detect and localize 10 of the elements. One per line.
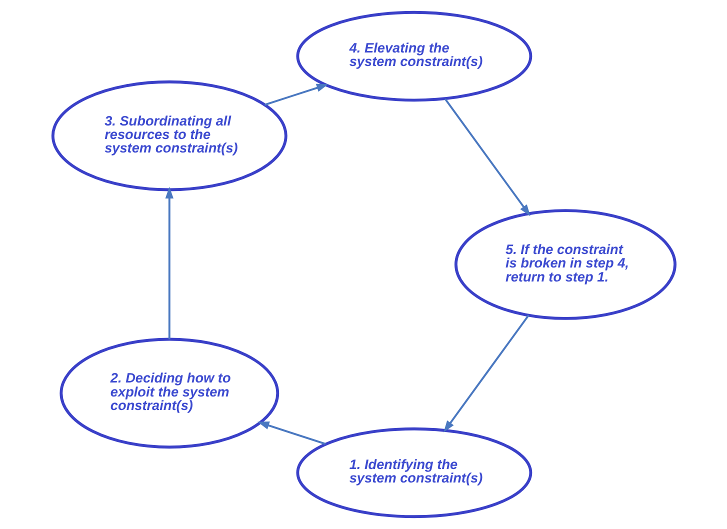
arrow bbox=[444, 98, 530, 216]
node-ellipse: 1. Identifying the system constraint(s) bbox=[296, 427, 532, 518]
arrow bbox=[264, 84, 328, 106]
node-ellipse: 4. Elevating the system constraint(s) bbox=[296, 10, 532, 102]
arrow bbox=[164, 186, 174, 340]
node-ellipse: 5. If the constraint is broken in step 4, return to step 1. bbox=[454, 209, 676, 320]
arrow bbox=[443, 314, 529, 432]
node-ellipse: 2. Deciding how to exploit the system constraint(s) bbox=[59, 338, 279, 449]
arrow bbox=[257, 422, 326, 445]
node-ellipse: 3. Subordinating all resources to the system constraint(s) bbox=[50, 80, 287, 192]
